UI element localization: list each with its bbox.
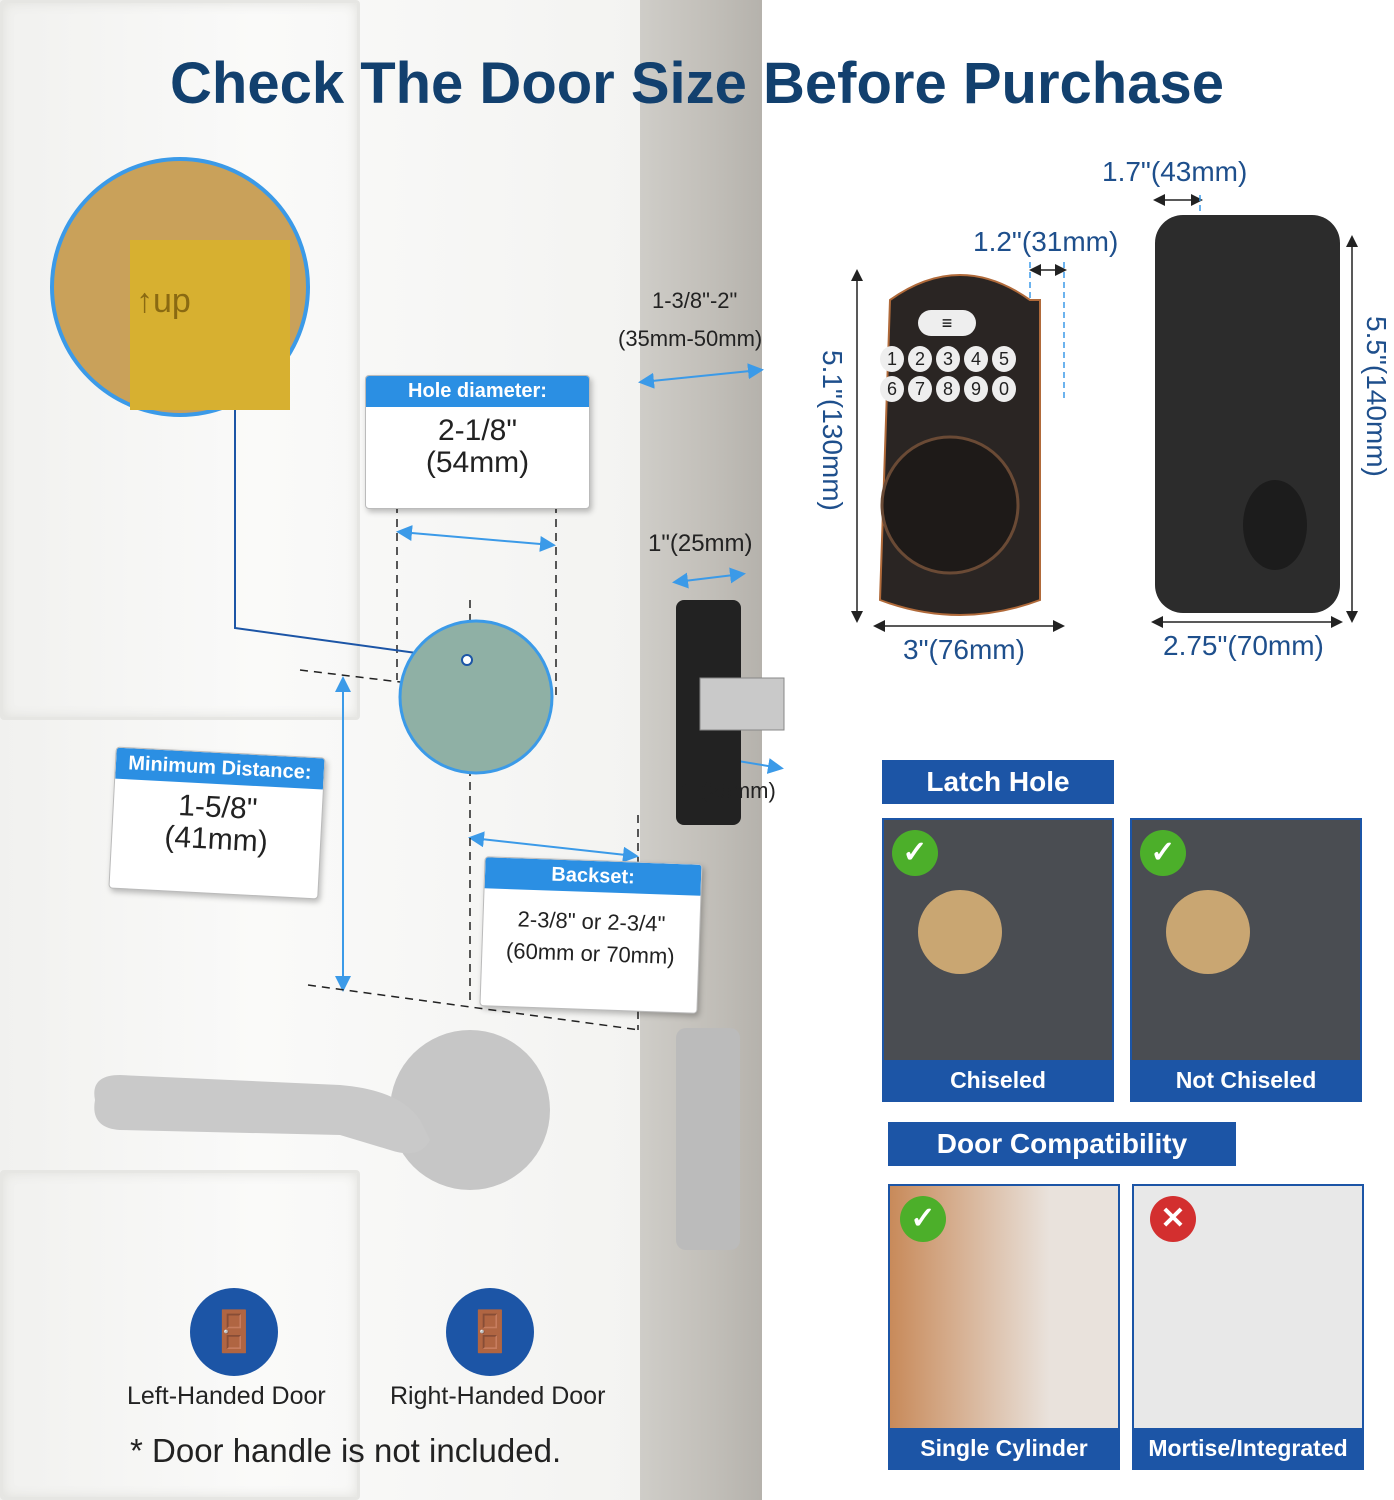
compat-caption: Single Cylinder xyxy=(890,1428,1118,1468)
latch-width: 1"(25mm) xyxy=(648,530,753,557)
latch-hole-chiseled: ✓ Chiseled xyxy=(882,818,1114,1102)
keypad-key: 9 xyxy=(964,376,988,402)
latch-hole-title: Latch Hole xyxy=(882,760,1114,804)
keypad-key: 1 xyxy=(880,346,904,372)
door-thickness-imperial: 1-3/8"-2" xyxy=(652,288,738,313)
backset-label: Backset: 2-3/8" or 2-3/4" (60mm or 70mm) xyxy=(479,856,703,1014)
front-height: 5.1"(130mm) xyxy=(817,350,848,511)
right-door-icon: 🚪 xyxy=(446,1288,534,1376)
hole-diameter-metric: (54mm) xyxy=(425,446,530,479)
latch-caption: Not Chiseled xyxy=(1132,1060,1360,1100)
check-icon: ✓ xyxy=(892,830,938,876)
keypad-key: 3 xyxy=(936,346,960,372)
back-height: 5.5"(140mm) xyxy=(1361,316,1392,477)
latch-depth: 1"(25mm) xyxy=(680,778,776,803)
latch-hole-not-chiseled: ✓ Not Chiseled xyxy=(1130,818,1362,1102)
back-width: 2.75"(70mm) xyxy=(1163,630,1324,661)
minimum-distance-label: Minimum Distance: 1-5/8" (41mm) xyxy=(108,746,326,900)
compat-caption: Mortise/Integrated xyxy=(1134,1428,1362,1468)
keypad-key: 2 xyxy=(908,346,932,372)
keypad-key: 7 xyxy=(908,376,932,402)
right-handed-label: Right-Handed Door xyxy=(390,1382,606,1410)
front-width: 3"(76mm) xyxy=(903,634,1025,665)
door-panel xyxy=(0,0,360,720)
check-icon: ✓ xyxy=(1140,830,1186,876)
menu-icon: ≡ xyxy=(918,310,976,336)
front-depth: 1.2"(31mm) xyxy=(973,226,1119,257)
left-door-icon: 🚪 xyxy=(190,1288,278,1376)
back-depth: 1.7"(43mm) xyxy=(1102,156,1248,187)
keypad-key: 6 xyxy=(880,376,904,402)
keypad-key: 0 xyxy=(992,376,1016,402)
check-icon: ✓ xyxy=(900,1196,946,1242)
page-title: Check The Door Size Before Purchase xyxy=(170,51,1224,116)
keypad-key: 5 xyxy=(992,346,1016,372)
hole-image xyxy=(918,890,1002,974)
hole-image xyxy=(1166,890,1250,974)
hole-diameter-imperial: 2-1/8" xyxy=(437,414,518,447)
backset-imperial: 2-3/8" or 2-3/4" xyxy=(517,906,666,937)
left-handed-label: Left-Handed Door xyxy=(127,1382,326,1410)
door-panel xyxy=(0,1170,360,1500)
note: * Door handle is not included. xyxy=(130,1432,562,1469)
keypad-key: 4 xyxy=(964,346,988,372)
compat-single-cylinder: ✓ Single Cylinder xyxy=(888,1184,1120,1470)
hole-diameter-heading: Hole diameter: xyxy=(366,376,589,407)
latch-caption: Chiseled xyxy=(884,1060,1112,1100)
door-thickness-metric: (35mm-50mm) xyxy=(618,326,763,351)
backset-metric: (60mm or 70mm) xyxy=(505,938,676,969)
door-compatibility-title: Door Compatibility xyxy=(888,1122,1236,1166)
keypad-key: 8 xyxy=(936,376,960,402)
upside-mark: ↑up xyxy=(136,282,191,320)
cross-icon: ✕ xyxy=(1150,1196,1196,1242)
hole-diameter-label: Hole diameter: 2-1/8" (54mm) xyxy=(365,375,590,509)
compat-mortise: ✕ Mortise/Integrated xyxy=(1132,1184,1364,1470)
